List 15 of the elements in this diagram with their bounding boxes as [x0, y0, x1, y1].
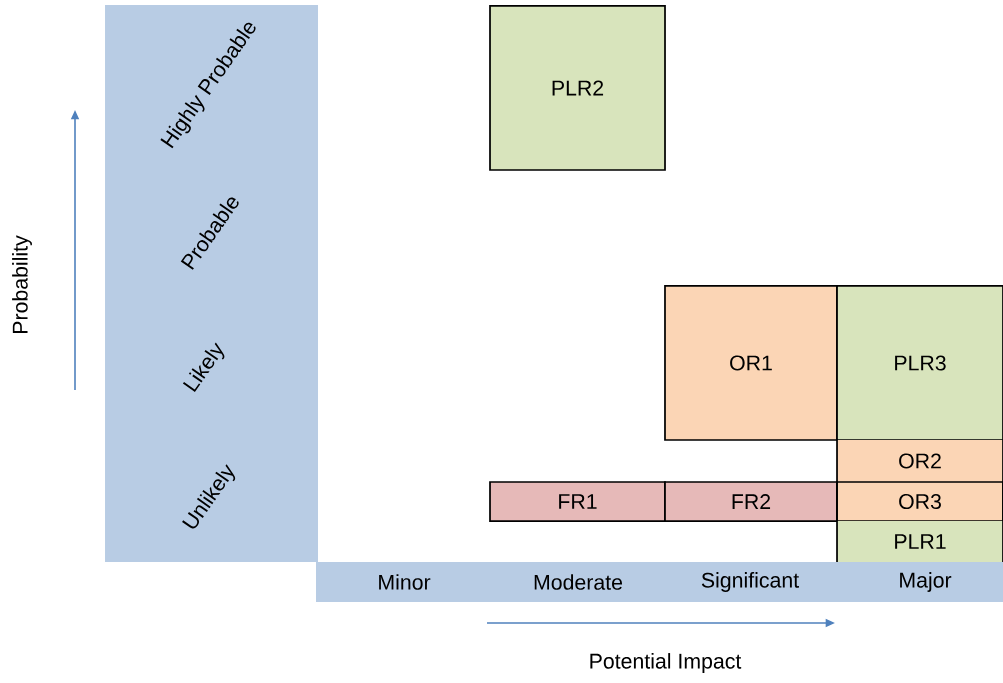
risk-box: PLR1: [837, 521, 1003, 562]
risk-box: OR1: [664, 285, 838, 441]
axis-title: Potential Impact: [590, 653, 742, 673]
risk-box: OR2: [837, 440, 1003, 482]
risk-box: FR2: [664, 481, 838, 522]
axis-category: Major: [900, 572, 952, 592]
risk-box: OR3: [836, 481, 1003, 522]
axis-category: Moderate: [534, 574, 623, 590]
axis-category: Significant: [701, 572, 799, 592]
axis-category: Minor: [379, 574, 431, 590]
node-label: OR2: [899, 453, 941, 469]
risk-box: PLR3: [836, 285, 1003, 441]
risk-box: FR1: [489, 481, 666, 522]
axis-title: Probability: [12, 235, 32, 333]
risk-box: PLR2: [489, 5, 666, 171]
